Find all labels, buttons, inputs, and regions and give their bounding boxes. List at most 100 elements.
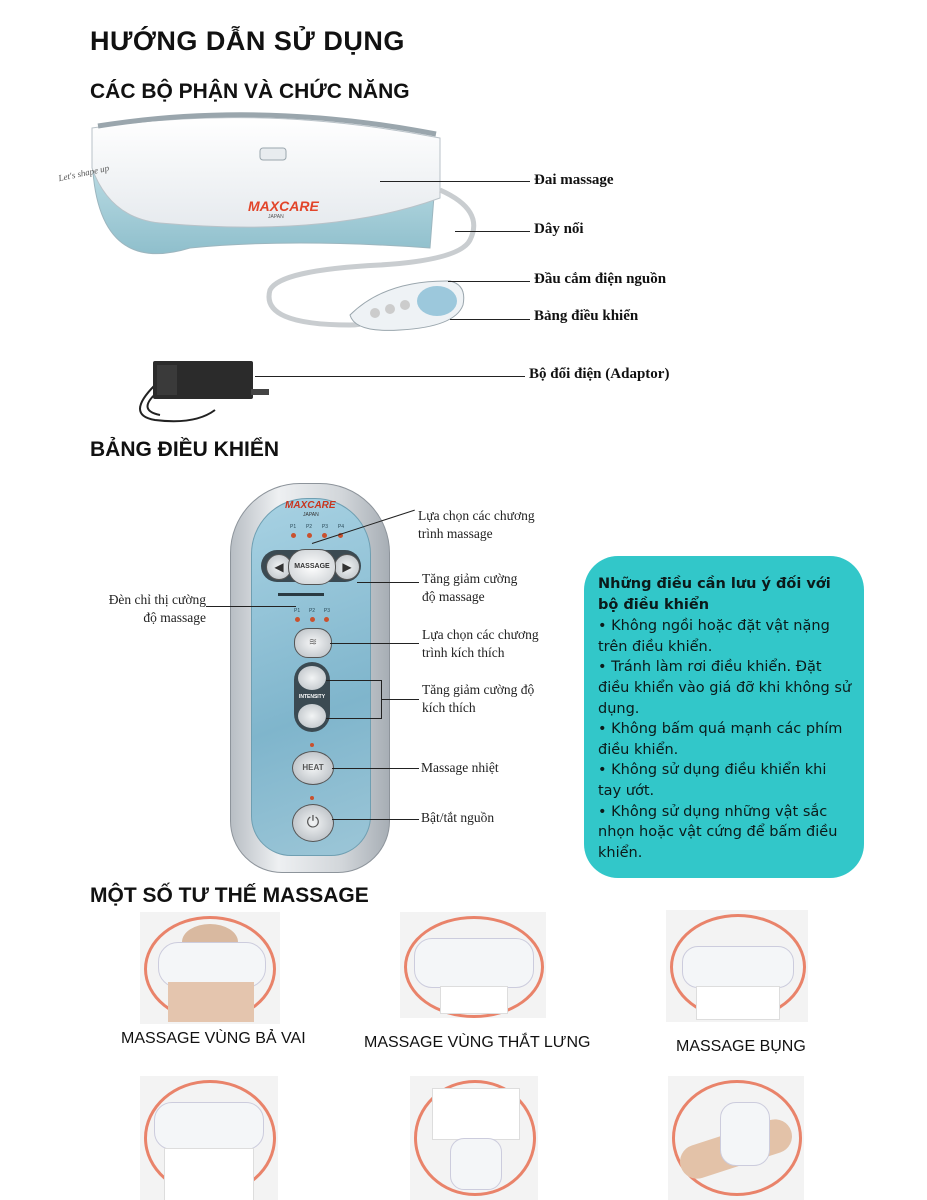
body-shape xyxy=(164,1148,254,1200)
label-line: Tăng giảm cường xyxy=(422,571,518,586)
back-shape xyxy=(168,982,254,1022)
leader-stim xyxy=(330,643,419,644)
intensity-bar-icon xyxy=(278,593,324,596)
belt-shape xyxy=(154,1102,264,1150)
notes-item: • Không bấm quá mạnh các phím điều khiển… xyxy=(598,721,843,758)
led-indicator xyxy=(309,617,315,622)
label-line: Lựa chọn các chương xyxy=(422,627,539,642)
intensity-leds xyxy=(295,617,329,622)
position-photo-thigh xyxy=(410,1076,538,1200)
notes-item: • Không sử dụng điều khiển khi tay ướt. xyxy=(598,762,827,799)
intensity-label: INTENSITY xyxy=(298,694,326,700)
label-line: độ massage xyxy=(143,610,206,625)
leader-power xyxy=(332,819,419,820)
increase-massage-button[interactable]: ▶ xyxy=(334,554,360,580)
led-indicator xyxy=(291,533,296,538)
led-indicator xyxy=(295,617,300,622)
label-belt: Đai massage xyxy=(534,172,614,188)
body-shape xyxy=(440,986,508,1014)
belt-brand-logo: MAXCARE xyxy=(248,198,319,214)
position-photo-calf xyxy=(668,1076,804,1200)
belt-shape xyxy=(414,938,534,988)
program-led-labels: P1 P2 P3 P4 xyxy=(290,524,344,530)
position-photo-hips xyxy=(140,1076,278,1200)
label-indicator: Đèn chỉ thị cường độ massage xyxy=(90,591,206,627)
led-label: P3 xyxy=(321,524,329,530)
led-indicator xyxy=(337,533,343,538)
label-adaptor: Bộ đổi điện (Adaptor) xyxy=(529,366,670,382)
leader-adjust xyxy=(357,582,419,583)
section-title-control: BẢNG ĐIỀU KHIỂN xyxy=(90,438,280,461)
shorts-shape xyxy=(432,1088,520,1140)
label-stim: Lựa chọn các chương trình kích thích xyxy=(422,626,539,662)
label-adjust: Tăng giảm cường độ massage xyxy=(422,570,517,606)
leader-stim-int xyxy=(381,699,419,700)
leader-indicator xyxy=(206,606,296,607)
label-power: Bật/tắt nguồn xyxy=(421,810,495,825)
massage-button[interactable]: MASSAGE xyxy=(288,549,336,585)
led-indicator xyxy=(306,533,312,538)
notes-item: • Không sử dụng những vật sắc nhọn hoặc … xyxy=(598,803,838,861)
label-line: kích thích xyxy=(422,700,476,715)
power-led xyxy=(310,796,314,800)
intensity-led-labels: P1 P2 P3 xyxy=(294,608,330,614)
leader-adaptor xyxy=(255,376,525,377)
controller-brand-sub: JAPAN xyxy=(303,512,319,518)
highlight-oval xyxy=(404,916,544,1018)
label-line: Lựa chọn các chương xyxy=(418,508,535,523)
section-title-positions: MỘT SỐ TƯ THẾ MASSAGE xyxy=(90,884,369,907)
body-shape xyxy=(696,986,780,1020)
leader-panel xyxy=(450,319,530,320)
label-line: độ massage xyxy=(422,589,485,604)
label-cord: Dây nối xyxy=(534,221,584,237)
section-title-parts: CÁC BỘ PHẬN VÀ CHỨC NĂNG xyxy=(90,80,410,103)
label-stim-intensity: Tăng giảm cường độ kích thích xyxy=(422,681,534,717)
leader-plug xyxy=(448,281,530,282)
massage-belt-illustration xyxy=(91,112,441,255)
label-plug: Đầu cắm điện nguồn xyxy=(534,271,667,287)
leader-stim-up xyxy=(326,680,382,681)
led-indicator xyxy=(322,533,328,538)
caption-lower-back: MASSAGE VÙNG THẮT LƯNG xyxy=(364,1034,591,1051)
notes-title: Những điều cần lưu ý đối với bộ điều khi… xyxy=(598,576,831,613)
led-label: P2 xyxy=(308,608,316,614)
power-button[interactable]: ⏻ xyxy=(292,804,334,842)
position-photo-lower-back xyxy=(400,912,546,1018)
program-leds xyxy=(291,533,343,538)
led-label: P1 xyxy=(290,524,297,530)
label-line: Đèn chỉ thị cường xyxy=(108,592,206,607)
led-label: P2 xyxy=(305,524,313,530)
label-heat: Massage nhiệt xyxy=(421,760,499,775)
led-label: P1 xyxy=(294,608,301,614)
position-photo-shoulder xyxy=(140,912,280,1024)
led-indicator xyxy=(324,617,329,622)
connecting-cord xyxy=(266,187,477,328)
label-line: Tăng giảm cường độ xyxy=(422,682,535,697)
label-line: trình massage xyxy=(418,526,493,541)
belt-shape xyxy=(450,1138,502,1190)
highlight-oval xyxy=(672,1080,802,1196)
heat-led xyxy=(310,743,314,747)
label-line: trình kích thích xyxy=(422,645,505,660)
heat-button[interactable]: HEAT xyxy=(292,751,334,785)
stimulation-program-button[interactable]: ≋ xyxy=(294,628,332,658)
leader-stim-down xyxy=(326,718,382,719)
caption-abdomen: MASSAGE BỤNG xyxy=(676,1038,806,1055)
notes-item: • Không ngồi hoặc đặt vật nặng trên điều… xyxy=(598,618,830,655)
stimulation-intensity-down-button[interactable] xyxy=(298,704,326,728)
notes-item: • Tránh làm rơi điều khiển. Đặt điều khi… xyxy=(598,659,852,717)
controller-on-cord-icon xyxy=(349,280,465,331)
leader-cord xyxy=(455,231,530,232)
belt-brand-sub: JAPAN xyxy=(268,214,284,220)
belt-shape xyxy=(720,1102,770,1166)
highlight-oval xyxy=(414,1080,536,1196)
adaptor-illustration xyxy=(139,361,269,423)
led-label: P4 xyxy=(337,524,344,530)
label-program: Lựa chọn các chương trình massage xyxy=(418,507,535,543)
leader-heat xyxy=(332,768,419,769)
belt-shape xyxy=(682,946,794,988)
position-photo-abdomen xyxy=(666,910,808,1022)
controller-notes-box: Những điều cần lưu ý đối với bộ điều khi… xyxy=(584,556,864,878)
label-panel: Bảng điều khiển xyxy=(534,308,639,324)
stimulation-intensity-up-button[interactable] xyxy=(298,666,326,690)
